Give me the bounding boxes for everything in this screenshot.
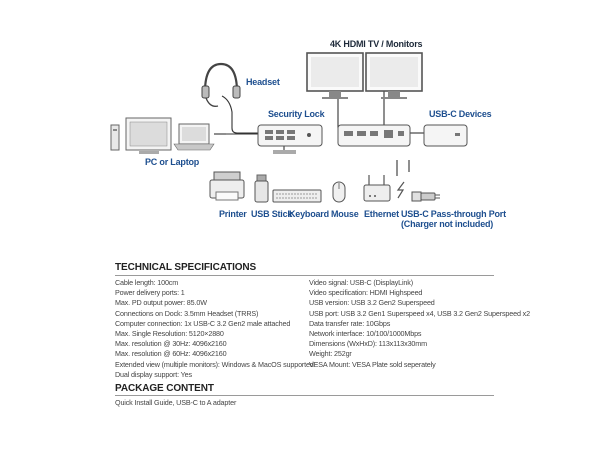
spec-item: Video signal: USB-C (DisplayLink) <box>309 278 413 287</box>
label-passthrough-note: (Charger not included) <box>401 219 494 229</box>
package-divider <box>115 395 494 396</box>
spec-item: Extended view (multiple monitors): Windo… <box>115 359 314 369</box>
spec-item: Cable length: 100cm <box>115 278 179 287</box>
label-headset: Headset <box>246 77 280 87</box>
label-mouse: Mouse <box>331 209 359 219</box>
usbc-device-icon <box>423 124 468 147</box>
dock-back-icon <box>337 124 411 147</box>
specs-divider <box>115 275 494 276</box>
dock-front-icon <box>257 124 323 147</box>
spec-item: Video specification: HDMI Highspeed <box>309 288 423 298</box>
dock-cable-connector <box>273 150 296 154</box>
spec-item: Network interface: 10/100/1000Mbps <box>309 329 422 339</box>
keyboard-icon <box>272 189 322 203</box>
monitor-icons <box>306 52 423 99</box>
spec-item: VESA Mount: VESA Plate sold seperately <box>309 359 436 369</box>
mouse-icon <box>332 181 346 203</box>
connectivity-diagram <box>110 52 468 203</box>
label-ethernet: Ethernet <box>364 209 399 219</box>
usb-stick-icon <box>254 174 269 203</box>
label-passthrough: USB-C Pass-through Port <box>401 209 506 219</box>
spec-item: Max. Single Resolution: 5120×2880 <box>115 329 224 339</box>
label-usbc-devices: USB-C Devices <box>429 109 492 119</box>
package-item: Quick Install Guide, USB-C to A adapter <box>115 398 237 407</box>
headset-icon <box>201 62 241 107</box>
printer-icon <box>209 171 245 201</box>
pc-laptop-icon <box>110 117 215 154</box>
spec-item: USB port: USB 3.2 Gen1 Superspeed x4, US… <box>309 308 530 318</box>
label-security-lock: Security Lock <box>268 109 325 119</box>
charger-icon <box>396 181 440 202</box>
specs-right-column: Video signal: USB-C (DisplayLink) Video … <box>309 278 530 370</box>
specs-heading: TECHNICAL SPECIFICATIONS <box>115 262 257 273</box>
spec-item: Max. resolution @ 30Hz: 4096x2160 <box>115 339 227 349</box>
spec-item: USB version: USB 3.2 Gen2 Superspeed <box>309 298 435 308</box>
spec-item: Weight: 252gr <box>309 349 352 359</box>
package-heading: PACKAGE CONTENT <box>115 383 214 394</box>
spec-item: Power delivery ports: 1 <box>115 288 185 298</box>
spec-item: Max. PD output power: 85.0W <box>115 298 207 308</box>
label-printer: Printer <box>219 209 247 219</box>
specs-left-column: Cable length: 100cm Power delivery ports… <box>115 278 314 380</box>
label-usb-stick: USB Stick <box>251 209 293 219</box>
label-monitors: 4K HDMI TV / Monitors <box>330 39 423 49</box>
package-list: Quick Install Guide, USB-C to A adapter <box>115 398 236 408</box>
spec-item: Max. resolution @ 60Hz: 4096x2160 <box>115 349 227 359</box>
label-pc-laptop: PC or Laptop <box>145 157 200 167</box>
ethernet-router-icon <box>363 175 391 202</box>
spec-item: Connections on Dock: 3.5mm Headset (TRRS… <box>115 308 259 318</box>
spec-item: Dual display support: Yes <box>115 369 192 379</box>
spec-item: Data transfer rate: 10Gbps <box>309 318 391 328</box>
spec-item: Computer connection: 1x USB-C 3.2 Gen2 m… <box>115 318 291 328</box>
spec-item: Dimensions (WxHxD): 113x113x30mm <box>309 339 427 349</box>
label-keyboard: Keyboard <box>289 209 329 219</box>
